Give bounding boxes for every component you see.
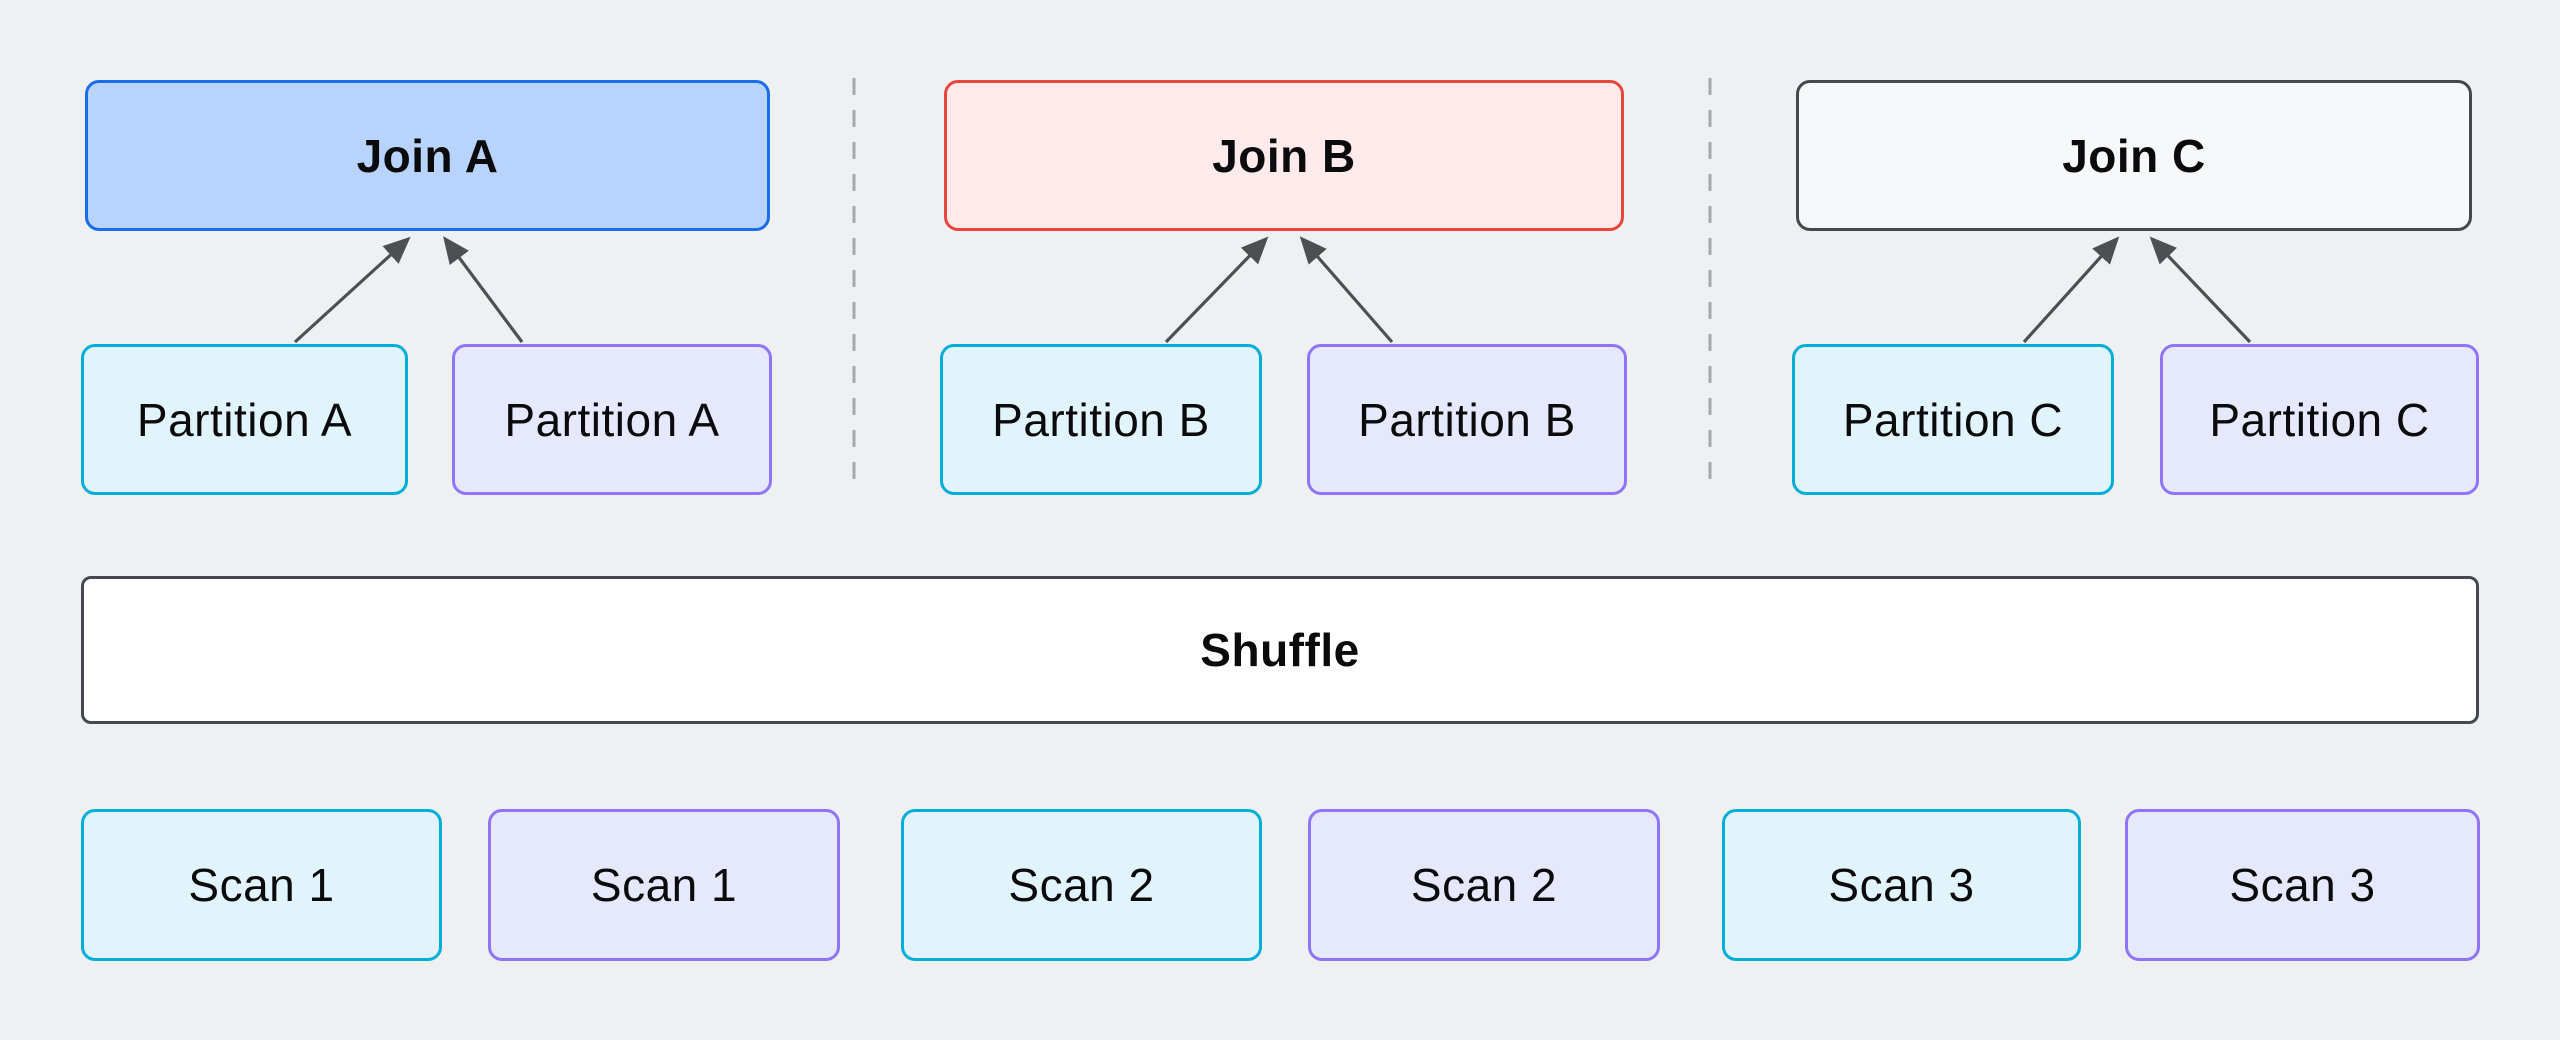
partition-a-left-label: Partition A: [136, 393, 353, 446]
join-a-node: Join A: [85, 80, 770, 231]
partition-c-right-label: Partition C: [2209, 393, 2430, 446]
partition-a-right-node: Partition A: [452, 344, 772, 495]
arrow-partition-b-left-to-join-b: [1164, 236, 1269, 344]
scan-2-right-node: Scan 2: [1308, 809, 1660, 961]
scan-1-left-label: Scan 1: [188, 859, 335, 911]
scan-3-right-node: Scan 3: [2125, 809, 2480, 961]
arrow-partition-b-right-to-join-b: [1299, 236, 1394, 344]
scan-2-left-node: Scan 2: [901, 809, 1262, 961]
scan-3-right-label: Scan 3: [2229, 859, 2376, 911]
join-b-node: Join B: [944, 80, 1624, 231]
partition-b-left-node: Partition B: [940, 344, 1262, 495]
partition-a-right-label: Partition A: [504, 393, 720, 446]
scan-3-left-node: Scan 3: [1722, 809, 2081, 961]
partition-b-left-label: Partition B: [992, 393, 1210, 446]
scan-2-left-label: Scan 2: [1008, 859, 1155, 911]
partition-b-right-node: Partition B: [1307, 344, 1627, 495]
shuffle-node: Shuffle: [81, 576, 2479, 724]
shuffle-label: Shuffle: [1200, 624, 1360, 676]
scan-2-right-label: Scan 2: [1410, 859, 1558, 911]
partition-c-left-node: Partition C: [1792, 344, 2114, 495]
arrow-partition-a-left-to-join-a: [293, 236, 411, 344]
arrow-partition-a-right-to-join-a: [443, 236, 524, 343]
partition-c-right-node: Partition C: [2160, 344, 2479, 495]
scan-1-left-node: Scan 1: [81, 809, 442, 961]
scan-1-right-label: Scan 1: [590, 859, 738, 911]
arrow-partition-c-left-to-join-c: [2022, 236, 2120, 344]
scan-1-right-node: Scan 1: [488, 809, 840, 961]
partition-c-left-label: Partition C: [1842, 393, 2064, 446]
partition-b-right-label: Partition B: [1358, 393, 1576, 446]
join-b-label: Join B: [1212, 129, 1356, 182]
scan-3-left-label: Scan 3: [1828, 859, 1975, 911]
partition-a-left-node: Partition A: [81, 344, 408, 495]
arrow-partition-c-right-to-join-c: [2149, 236, 2252, 344]
join-c-label: Join C: [2062, 129, 2206, 182]
join-c-node: Join C: [1796, 80, 2472, 231]
join-a-label: Join A: [356, 129, 499, 182]
